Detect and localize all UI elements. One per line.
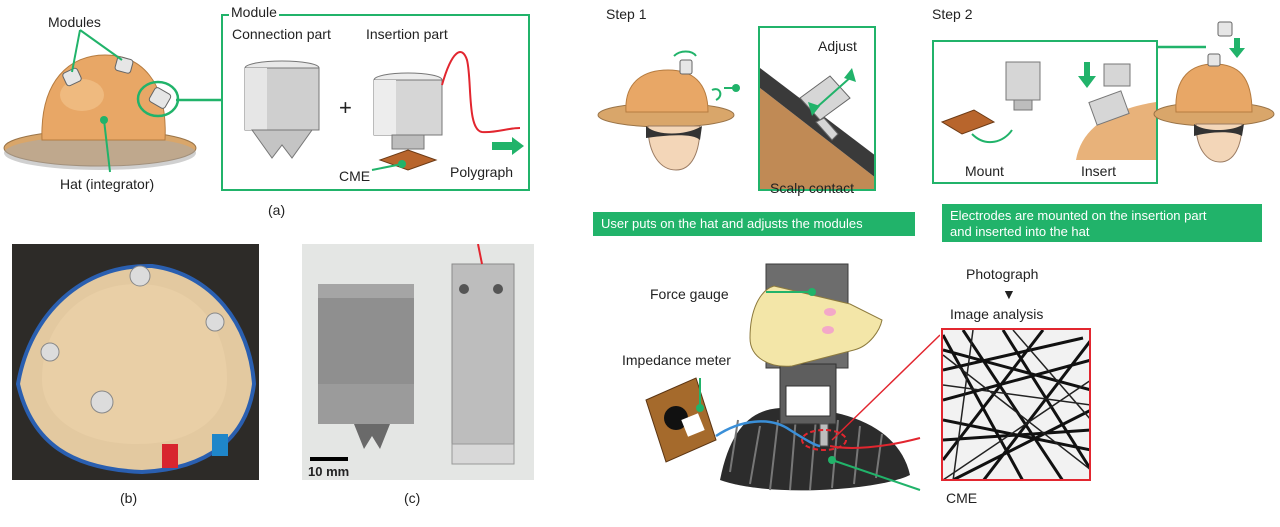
adjust-label: Adjust (818, 38, 857, 54)
module-box (221, 14, 530, 191)
hat-illustration-a (3, 29, 197, 173)
step2-connector (1156, 45, 1206, 49)
caption-b: (b) (120, 490, 138, 506)
step2-band: Electrodes are mounted on the insertion … (942, 204, 1262, 242)
insertion-part-label: Insertion part (366, 26, 448, 42)
parts-photo (302, 244, 534, 480)
module-title: Module (229, 4, 279, 20)
force-gauge-label: Force gauge (650, 286, 729, 302)
hat-label: Hat (integrator) (60, 176, 155, 192)
callout-connector (176, 98, 222, 102)
plus-sign: + (339, 95, 352, 120)
analysis-image (941, 328, 1091, 481)
module-drawing (244, 51, 524, 171)
step2-title: Step 2 (932, 6, 973, 22)
image-analysis-label: Image analysis (950, 306, 1044, 322)
caption-c: (c) (404, 490, 421, 506)
hat-photo (12, 244, 259, 480)
step1-band: User puts on the hat and adjusts the mod… (593, 212, 915, 236)
scalp-contact-label: Scalp contact (770, 180, 855, 196)
impedance-meter-label: Impedance meter (622, 352, 731, 368)
connection-part-label: Connection part (232, 26, 331, 42)
step2-head-illustration (1153, 21, 1275, 163)
measurement-illustration (645, 263, 940, 491)
caption-a: (a) (268, 202, 286, 218)
modules-label: Modules (48, 14, 101, 30)
cme-label-measurement: CME (946, 490, 978, 506)
polygraph-label: Polygraph (450, 164, 514, 180)
photograph-label: Photograph (966, 266, 1039, 282)
step2-band-line2: and inserted into the hat (950, 224, 1090, 239)
step1-title: Step 1 (606, 6, 647, 22)
insert-label: Insert (1081, 163, 1117, 179)
down-arrow-icon: ▼ (1002, 286, 1016, 302)
scale-bar-label: 10 mm (308, 464, 350, 479)
step1-box (758, 26, 876, 191)
mount-label: Mount (965, 163, 1004, 179)
step2-band-line1: Electrodes are mounted on the insertion … (950, 208, 1207, 223)
step1-head-illustration (597, 50, 740, 171)
step2-drawing (940, 61, 1156, 160)
cme-label-a: CME (339, 168, 371, 184)
